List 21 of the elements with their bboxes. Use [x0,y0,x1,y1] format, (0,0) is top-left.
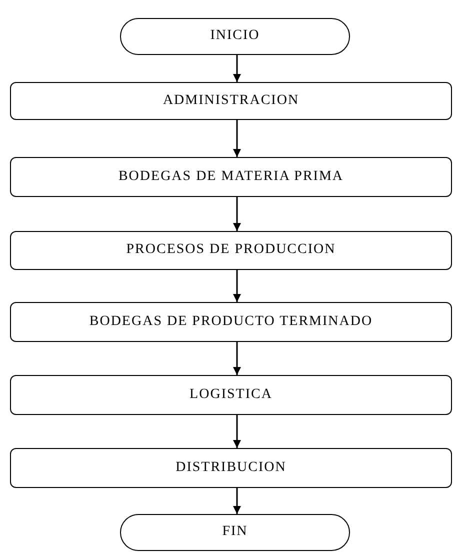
node-label: PROCESOS DE PRODUCCION [126,243,336,258]
arrow [233,415,241,448]
arrow [233,197,241,231]
process-box [10,157,452,197]
node-label: ADMINISTRACION [162,94,300,108]
node-label: DISTRIBUCION [176,460,286,476]
arrow [233,488,241,514]
node-label: FIN [222,525,248,540]
node-label: BODEGAS DE PRODUCTO TERMINADO [89,314,373,330]
process-box [10,375,452,415]
arrow [233,270,241,302]
process-box [10,82,452,120]
arrow [233,120,241,157]
node-label: LOGISTICA [190,388,272,402]
node-label: INICIO [210,29,260,44]
process-box [10,231,452,270]
node-label: BODEGAS DE MATERIA PRIMA [118,170,344,184]
process-box [10,448,452,488]
arrow [233,342,241,375]
process-box [10,302,452,342]
arrow [233,55,241,82]
